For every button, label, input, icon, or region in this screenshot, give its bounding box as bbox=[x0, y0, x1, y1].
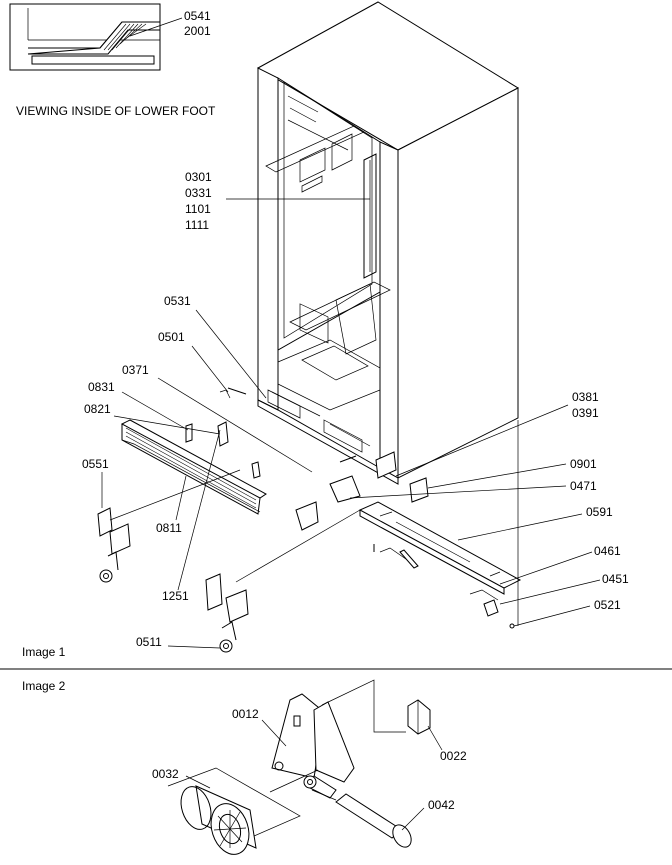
callout-0461: 0461 bbox=[594, 544, 621, 558]
callout-0331: 0331 bbox=[185, 186, 212, 200]
callout-1111: 1111 bbox=[185, 218, 209, 232]
callout-0901: 0901 bbox=[570, 457, 597, 471]
toe-grille bbox=[120, 419, 267, 515]
callout-0831: 0831 bbox=[88, 380, 115, 394]
callout-1101: 1101 bbox=[185, 202, 211, 216]
caster-wheel-front-left bbox=[99, 569, 113, 583]
callout-0301: 0301 bbox=[185, 170, 212, 184]
image1-callouts: 0301 0331 1101 1111 0531 0501 0371 0831 … bbox=[22, 170, 629, 659]
caster-wheel bbox=[167, 767, 301, 855]
caster-wheel-rear-left bbox=[219, 639, 233, 653]
callout-0471: 0471 bbox=[570, 479, 597, 493]
callout-1251: 1251 bbox=[162, 589, 189, 603]
callout-0501: 0501 bbox=[158, 330, 185, 344]
left-front-caster-assembly bbox=[97, 507, 131, 583]
inset-title: VIEWING INSIDE OF LOWER FOOT bbox=[16, 104, 216, 118]
hatched-foot-section bbox=[103, 23, 147, 51]
callout-0451: 0451 bbox=[602, 572, 629, 586]
axle-pin bbox=[269, 769, 425, 848]
clip-0022 bbox=[407, 699, 443, 751]
image1-label: Image 1 bbox=[22, 645, 66, 659]
callout-0521: 0521 bbox=[594, 598, 621, 612]
caster-bracket bbox=[271, 679, 406, 799]
callout-0511: 0511 bbox=[136, 635, 162, 649]
image2-caster-detail: Image 2 bbox=[22, 679, 467, 855]
callout-0541: 0541 bbox=[184, 9, 211, 23]
callout-0591: 0591 bbox=[586, 505, 613, 519]
image1-leader-lines bbox=[101, 198, 601, 649]
refrigerator-cabinet bbox=[256, 1, 520, 485]
callout-0012: 0012 bbox=[232, 707, 259, 721]
image2-label: Image 2 bbox=[22, 679, 66, 693]
callout-0821: 0821 bbox=[84, 402, 111, 416]
inset-frame bbox=[9, 3, 161, 71]
callout-0391: 0391 bbox=[572, 406, 599, 420]
callout-0022: 0022 bbox=[440, 749, 467, 763]
callout-0811: 0811 bbox=[156, 521, 182, 535]
left-rear-caster-assembly bbox=[205, 573, 249, 653]
callout-0531: 0531 bbox=[164, 294, 191, 308]
callout-0032: 0032 bbox=[152, 767, 179, 781]
callout-0042: 0042 bbox=[428, 798, 455, 812]
callout-0551: 0551 bbox=[82, 457, 109, 471]
lower-foot-inset: 0541 2001 VIEWING INSIDE OF LOWER FOOT bbox=[9, 3, 216, 118]
grille-clips bbox=[185, 387, 361, 531]
callout-0381: 0381 bbox=[572, 390, 599, 404]
callout-0371: 0371 bbox=[122, 363, 149, 377]
leveling-rail-assembly bbox=[339, 451, 522, 629]
callout-2001: 2001 bbox=[184, 24, 211, 38]
